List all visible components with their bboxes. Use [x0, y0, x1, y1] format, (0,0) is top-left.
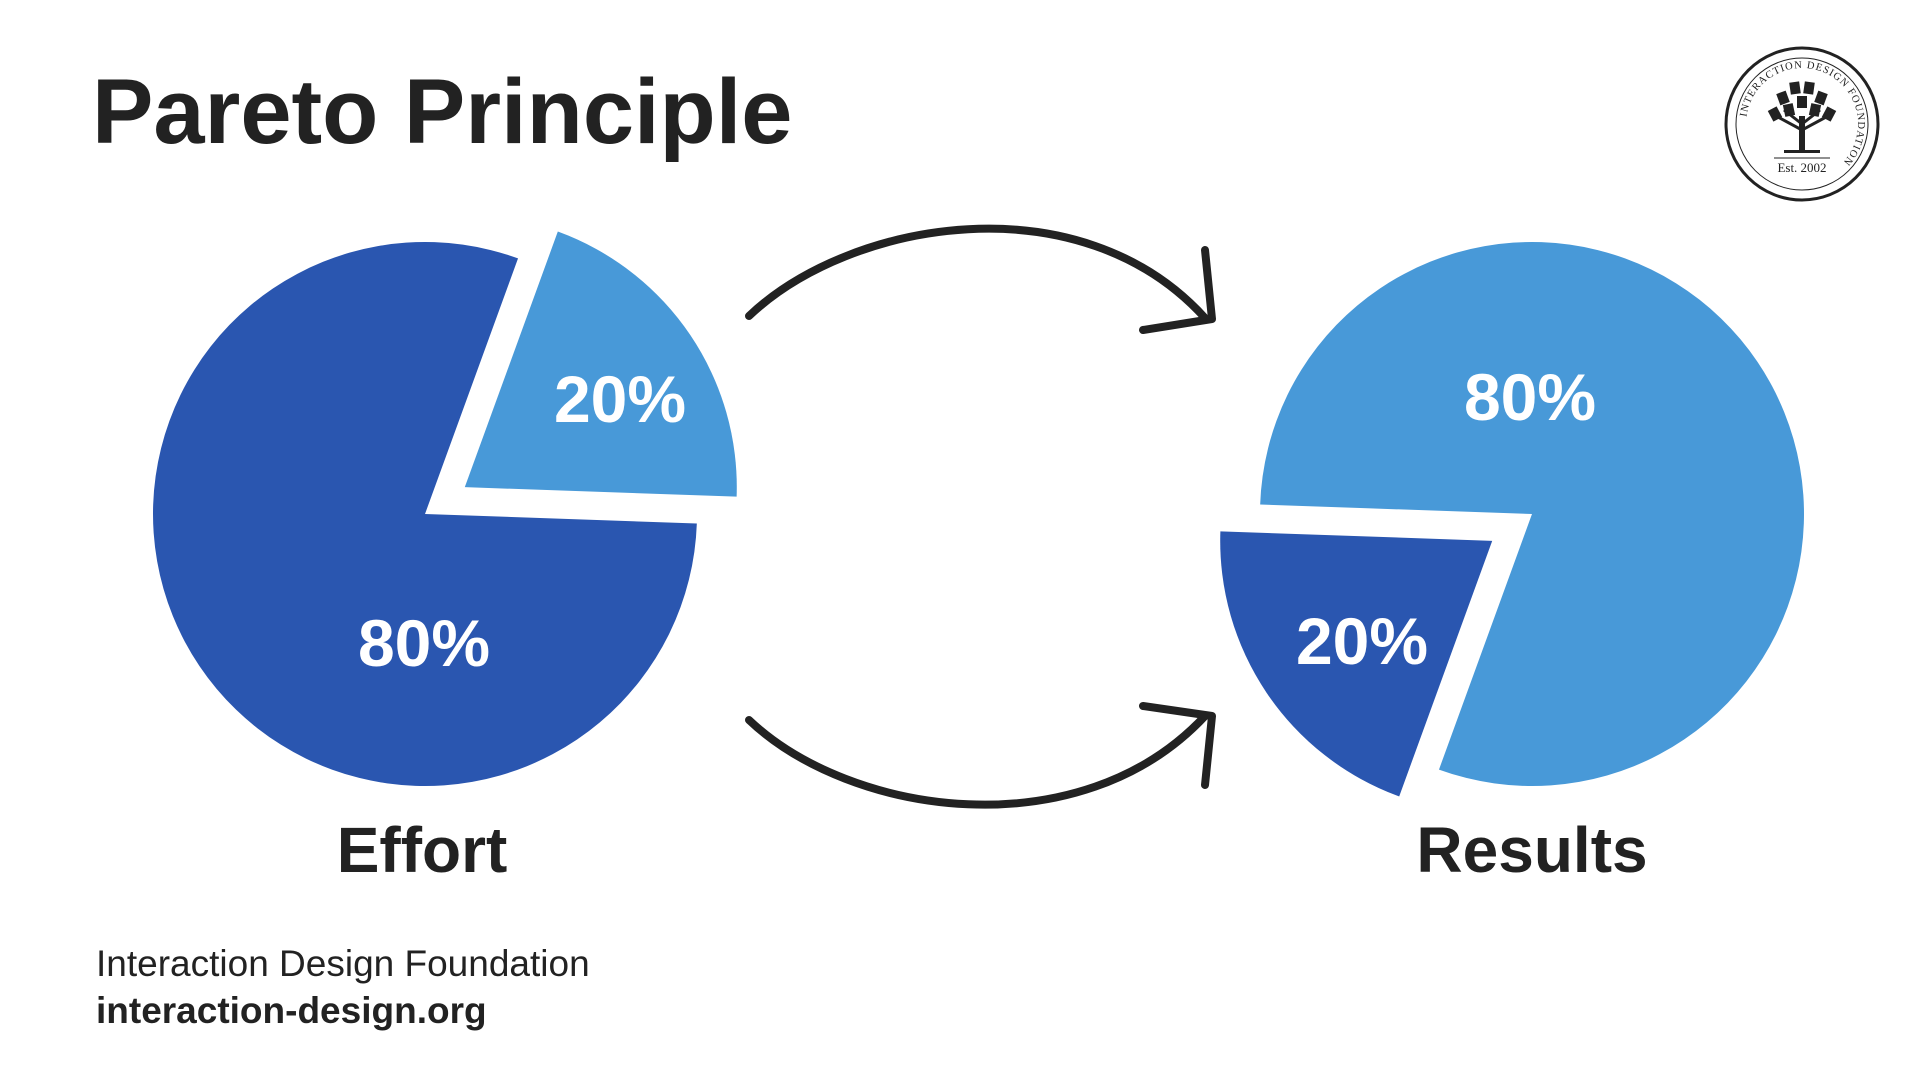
tree-books-icon: [1767, 81, 1837, 153]
page-title: Pareto Principle: [92, 61, 793, 163]
footer: Interaction Design Foundation interactio…: [96, 940, 590, 1035]
curved-arrow-top-icon: [745, 224, 1216, 334]
effort-label-20: 20%: [554, 362, 686, 436]
curved-arrow-bottom-icon: [745, 702, 1216, 809]
footer-org-name: Interaction Design Foundation: [96, 943, 590, 984]
effort-label-80: 80%: [358, 606, 490, 680]
footer-url[interactable]: interaction-design.org: [96, 990, 487, 1032]
results-slice-80: [1260, 241, 1804, 786]
logo-est-text: Est. 2002: [1777, 160, 1826, 175]
effort-caption: Effort: [336, 814, 508, 886]
effort-slice-80: [153, 241, 697, 787]
results-caption: Results: [1416, 814, 1648, 886]
results-slice-20: [1220, 531, 1493, 797]
idf-logo: INTERACTION DESIGN FOUNDATION Est. 2002: [1724, 46, 1880, 202]
results-pie: 80% 20%: [1220, 241, 1804, 797]
results-label-20: 20%: [1296, 604, 1428, 678]
effort-slice-20: [464, 231, 737, 497]
effort-pie: 20% 80%: [153, 231, 737, 787]
results-label-80: 80%: [1464, 360, 1596, 434]
